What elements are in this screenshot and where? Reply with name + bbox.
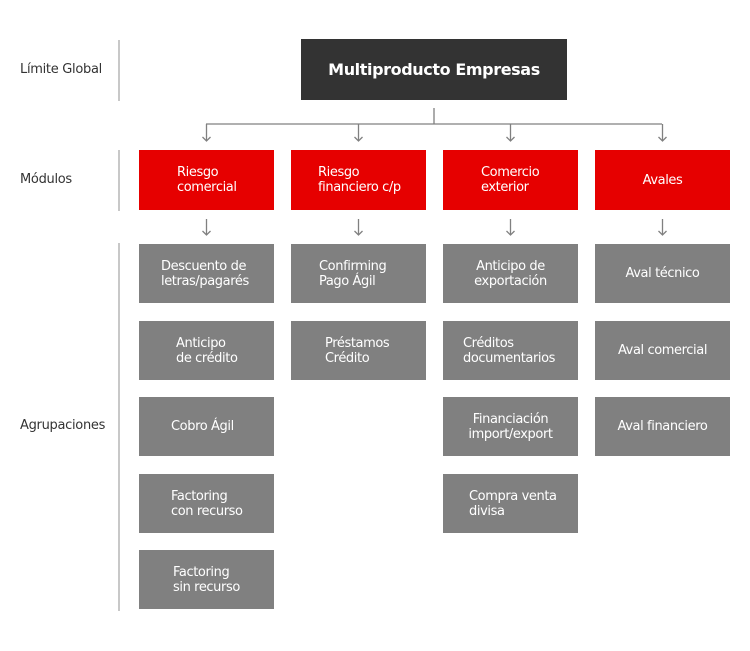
root-node: Multiproducto Empresas	[301, 39, 567, 100]
grouping-node: Créditos documentarios	[443, 321, 578, 380]
module-label: Riesgo comercial	[177, 165, 237, 195]
module-node: Avales	[595, 150, 730, 210]
row-label-modules: Módulos	[20, 172, 72, 187]
grouping-node: Anticipo de exportación	[443, 244, 578, 303]
grouping-node: Préstamos Crédito	[291, 321, 426, 380]
module-arrow-icon	[202, 124, 211, 142]
grouping-node: Financiación import/export	[443, 397, 578, 456]
grouping-label: Préstamos Crédito	[325, 335, 390, 366]
row-separator-groupings	[118, 243, 120, 611]
row-separator-modules	[118, 150, 120, 211]
grouping-node: Aval comercial	[595, 321, 730, 380]
module-arrow-icon	[658, 124, 667, 142]
grouping-label: Factoring con recurso	[171, 488, 243, 519]
grouping-label: Financiación import/export	[468, 411, 553, 442]
root-node-label: Multiproducto Empresas	[328, 60, 540, 79]
group-arrow-icon	[658, 219, 667, 236]
grouping-node: Descuento de letras/pagarés	[139, 244, 274, 303]
grouping-node: Aval financiero	[595, 397, 730, 456]
module-label: Riesgo financiero c/p	[318, 165, 401, 195]
row-label-global-limit: Límite Global	[20, 62, 102, 77]
grouping-node: Compra venta divisa	[443, 474, 578, 533]
grouping-node: Anticipo de crédito	[139, 321, 274, 380]
module-arrow-icon	[354, 124, 363, 142]
row-separator-global	[118, 40, 120, 101]
grouping-node: Factoring con recurso	[139, 474, 274, 533]
grouping-label: Aval comercial	[617, 343, 708, 358]
grouping-node: Aval técnico	[595, 244, 730, 303]
grouping-label: Anticipo de exportación	[474, 258, 547, 289]
module-node: Comercio exterior	[443, 150, 578, 210]
module-node: Riesgo comercial	[139, 150, 274, 210]
grouping-node: Factoring sin recurso	[139, 550, 274, 609]
module-arrow-icon	[506, 124, 515, 142]
grouping-label: Confirming Pago Ágil	[319, 258, 387, 289]
grouping-label: Factoring sin recurso	[173, 564, 240, 595]
grouping-label: Anticipo de crédito	[176, 335, 238, 366]
grouping-node: Cobro Ágil	[139, 397, 274, 456]
group-arrow-icon	[506, 219, 515, 236]
group-arrow-icon	[202, 219, 211, 236]
grouping-node: Confirming Pago Ágil	[291, 244, 426, 303]
grouping-label: Aval financiero	[617, 419, 708, 434]
grouping-label: Aval técnico	[625, 266, 700, 281]
module-label: Comercio exterior	[481, 165, 540, 195]
module-label: Avales	[642, 172, 683, 188]
grouping-label: Descuento de letras/pagarés	[161, 258, 249, 289]
grouping-label: Créditos documentarios	[463, 335, 556, 366]
group-arrow-icon	[354, 219, 363, 236]
module-node: Riesgo financiero c/p	[291, 150, 426, 210]
grouping-label: Compra venta divisa	[469, 488, 557, 519]
row-label-groupings: Agrupaciones	[20, 418, 106, 433]
grouping-label: Cobro Ágil	[171, 419, 234, 434]
